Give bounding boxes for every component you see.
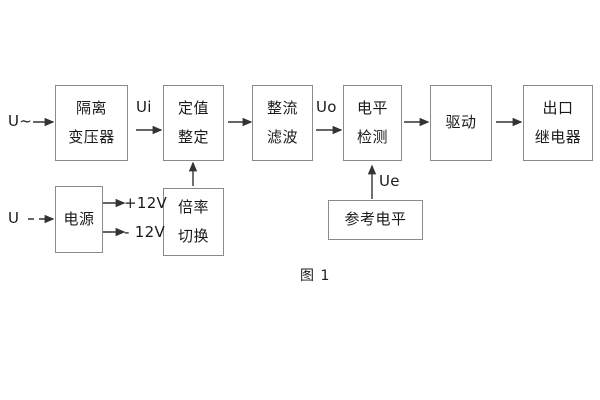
block-setting-value-line-1: 定值 [177, 98, 209, 117]
label-rail-positive: +12V [124, 194, 168, 212]
block-drive-line-1: 驱动 [445, 113, 477, 132]
block-output-relay-line-2: 继电器 [534, 127, 582, 146]
label-rail-negative: - 12V [124, 223, 166, 241]
label-input-ac: U~ [8, 112, 33, 130]
block-isolation-transformer[interactable]: 隔离 变压器 [55, 85, 128, 161]
figure-caption: 图 1 [300, 268, 331, 284]
block-multiplier-switch-line-1: 倍率 [177, 197, 209, 216]
block-power-supply[interactable]: 电源 [55, 186, 103, 253]
block-level-detection-line-1: 电平 [356, 98, 388, 117]
block-isolation-transformer-line-1: 隔离 [75, 98, 107, 117]
block-level-detection-line-2: 检测 [356, 127, 388, 146]
block-rectify-filter[interactable]: 整流 滤波 [252, 85, 313, 161]
block-setting-value-line-2: 整定 [177, 127, 209, 146]
label-ue: Ue [379, 172, 400, 190]
label-input-dc: U [8, 209, 20, 227]
block-isolation-transformer-line-2: 变压器 [68, 127, 115, 146]
block-reference-level[interactable]: 参考电平 [328, 200, 423, 240]
block-drive[interactable]: 驱动 [430, 85, 492, 161]
block-multiplier-switch-line-2: 切换 [177, 226, 209, 245]
label-uo: Uo [316, 98, 337, 116]
block-multiplier-switch[interactable]: 倍率 切换 [163, 188, 224, 256]
block-level-detection[interactable]: 电平 检测 [343, 85, 402, 161]
label-ui: Ui [136, 98, 152, 116]
block-rectify-filter-line-2: 滤波 [266, 127, 298, 146]
block-power-supply-line-1: 电源 [63, 209, 95, 228]
block-output-relay[interactable]: 出口 继电器 [523, 85, 593, 161]
block-setting-value[interactable]: 定值 整定 [163, 85, 224, 161]
block-output-relay-line-1: 出口 [542, 98, 574, 117]
block-reference-level-line-1: 参考电平 [344, 210, 407, 229]
block-rectify-filter-line-1: 整流 [266, 98, 298, 117]
